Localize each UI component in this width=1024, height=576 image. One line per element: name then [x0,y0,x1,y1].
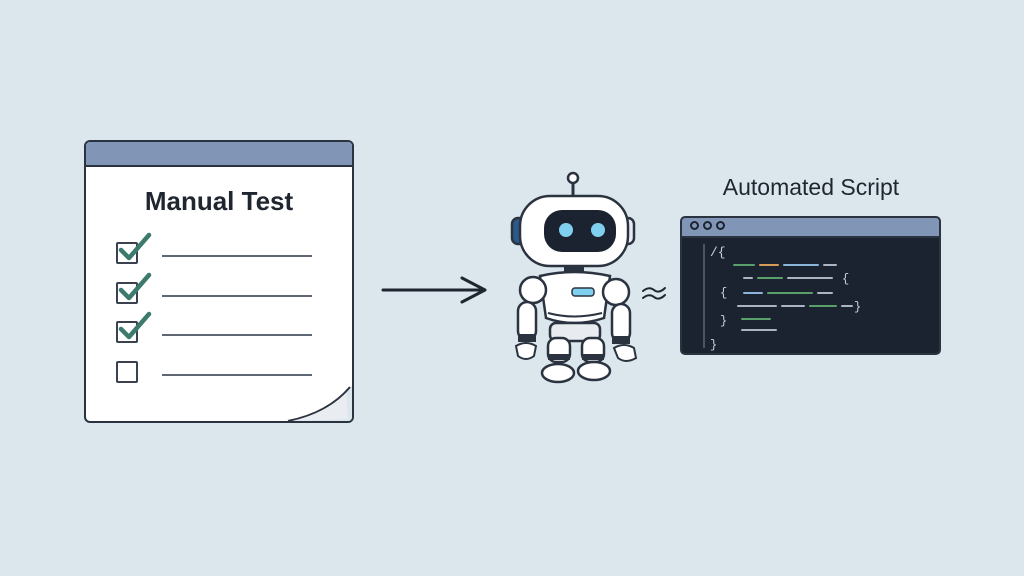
code-brace: } [720,314,727,328]
terminal-dot-icon [703,221,712,230]
code-brace: /{ [710,245,726,260]
checkmark-icon [118,272,152,301]
item-line [162,374,312,376]
code-brace: } [710,338,717,352]
code-window: /{ { { } } } [680,216,941,355]
item-line [162,295,312,297]
arrow-right-icon [381,276,487,304]
checkmark-icon [118,311,152,340]
code-brace: { [842,272,849,286]
checklist-item [116,232,316,268]
page-curl [287,385,352,421]
checkbox-icon [116,361,138,383]
checkmark-icon [118,232,152,261]
checklist-item [116,311,316,347]
automated-script-title: Automated Script [722,174,900,200]
checklist-item [116,361,316,387]
item-line [162,334,312,336]
checklist-item [116,272,316,308]
code-brace: { [720,286,727,300]
manual-test-title: Manual Test [144,186,294,216]
code-brace: } [854,300,861,314]
terminal-dot-icon [716,221,725,230]
card-titlebar [86,142,352,167]
item-line [162,255,312,257]
squiggle-icon [642,287,666,300]
manual-test-card: Manual Test [84,140,354,423]
terminal-dot-icon [690,221,699,230]
code-window-titlebar [682,218,939,238]
code-lines: /{ { { } } } [703,244,861,352]
robot-icon [510,171,638,384]
